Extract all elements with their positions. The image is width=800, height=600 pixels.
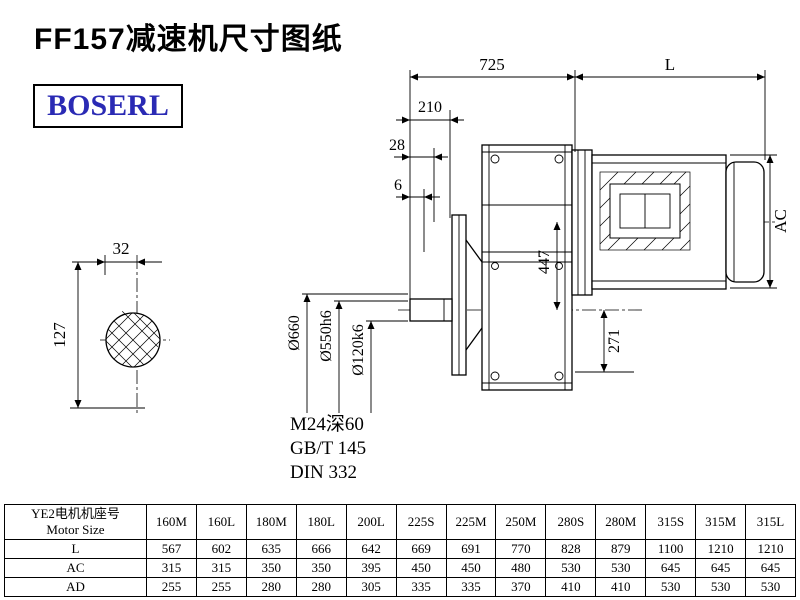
shaft-end-view [105, 310, 161, 368]
dim-447: 447 [536, 250, 553, 274]
dim-AC: AC [771, 209, 790, 233]
column-header: 315S [645, 504, 697, 540]
note-din-standard: DIN 332 [290, 462, 357, 483]
column-header: 180L [295, 504, 347, 540]
dim-dia550: Ø550h6 [318, 310, 335, 362]
cell: 645 [745, 558, 796, 578]
table-header-row: YE2电机机座号 Motor Size 160M 160L 180M 180L … [4, 504, 796, 540]
note-thread: M24深60 [290, 413, 364, 435]
cell: 315 [146, 558, 197, 578]
row-label: AD [4, 577, 147, 597]
dim-dia660: Ø660 [286, 315, 303, 351]
dim-dia120: Ø120k6 [350, 324, 367, 376]
cell: 602 [195, 539, 247, 559]
cell: 1210 [745, 539, 796, 559]
cell: 530 [645, 577, 697, 597]
cell: 635 [245, 539, 297, 559]
motor-size-header-en: Motor Size [46, 522, 105, 537]
cell: 530 [695, 577, 747, 597]
cell: 642 [345, 539, 397, 559]
brand-logo: BOSERL [33, 84, 183, 128]
column-header: 315L [745, 504, 796, 540]
cell: 410 [545, 577, 597, 597]
row-label: L [4, 539, 147, 559]
cell: 350 [295, 558, 347, 578]
cell: 666 [295, 539, 347, 559]
cell: 1210 [695, 539, 747, 559]
motor-size-header-cn: YE2电机机座号 [31, 506, 120, 521]
cell: 530 [595, 558, 647, 578]
dimension-table: YE2电机机座号 Motor Size 160M 160L 180M 180L … [4, 504, 796, 597]
cell: 255 [195, 577, 247, 597]
cell: 1100 [645, 539, 697, 559]
column-header: 280M [595, 504, 647, 540]
cell: 255 [146, 577, 197, 597]
dim-127: 127 [50, 322, 69, 348]
shaft-hatch [105, 310, 161, 368]
cell: 450 [445, 558, 497, 578]
cell: 370 [495, 577, 547, 597]
motor-fan-cover [725, 161, 765, 283]
column-header: 315M [695, 504, 747, 540]
dim-L: L [665, 55, 675, 74]
cell: 305 [345, 577, 397, 597]
cell: 691 [445, 539, 497, 559]
column-header: 160M [146, 504, 197, 540]
column-header: 280S [545, 504, 597, 540]
cell: 280 [245, 577, 297, 597]
motor-adapter-flange [571, 149, 593, 296]
dimension-annotations: 725 L 210 28 6 32 127 AC 447 271 Ø660 Ø5… [50, 55, 790, 483]
cell: 350 [245, 558, 297, 578]
column-header: 160L [195, 504, 247, 540]
cell: 770 [495, 539, 547, 559]
cell: 450 [395, 558, 447, 578]
bolt-holes [490, 154, 564, 381]
dim-210: 210 [418, 99, 442, 116]
dim-32: 32 [113, 239, 130, 258]
column-header: 250M [495, 504, 547, 540]
cell: 480 [495, 558, 547, 578]
cell: 335 [395, 577, 447, 597]
cell: 669 [395, 539, 447, 559]
dim-271: 271 [606, 329, 623, 353]
cell: 395 [345, 558, 397, 578]
dimension-arrows [74, 73, 774, 408]
page-title: FF157减速机尺寸图纸 [34, 23, 343, 56]
dimension-table-container: YE2电机机座号 Motor Size 160M 160L 180M 180L … [4, 504, 796, 597]
column-header: 180M [245, 504, 297, 540]
cell: 828 [545, 539, 597, 559]
cell: 410 [595, 577, 647, 597]
cell: 335 [445, 577, 497, 597]
output-shaft [409, 298, 453, 322]
cell: 530 [545, 558, 597, 578]
cell: 645 [645, 558, 697, 578]
row-label: AC [4, 558, 147, 578]
dim-28: 28 [389, 137, 405, 154]
table-row-AD: AD 255 255 280 280 305 335 335 370 410 4… [4, 577, 796, 597]
cell: 530 [745, 577, 796, 597]
cell: 879 [595, 539, 647, 559]
cell: 280 [295, 577, 347, 597]
column-header: 200L [345, 504, 397, 540]
cell: 567 [146, 539, 197, 559]
table-row-AC: AC 315 315 350 350 395 450 450 480 530 5… [4, 558, 796, 578]
motor-size-header: YE2电机机座号 Motor Size [4, 504, 147, 540]
cell: 645 [695, 558, 747, 578]
cell: 315 [195, 558, 247, 578]
dim-725: 725 [479, 55, 505, 74]
column-header: 225S [395, 504, 447, 540]
brand-logo-text: BOSERL [47, 89, 169, 122]
technical-drawing: 725 L 210 28 6 32 127 AC 447 271 Ø660 Ø5… [50, 55, 790, 483]
note-gb-standard: GB/T 145 [290, 438, 366, 459]
column-header: 225M [445, 504, 497, 540]
motor-body [571, 149, 765, 296]
table-row-L: L 567 602 635 666 642 669 691 770 828 87… [4, 539, 796, 559]
dim-6: 6 [394, 177, 402, 194]
gearbox-body [409, 144, 573, 391]
